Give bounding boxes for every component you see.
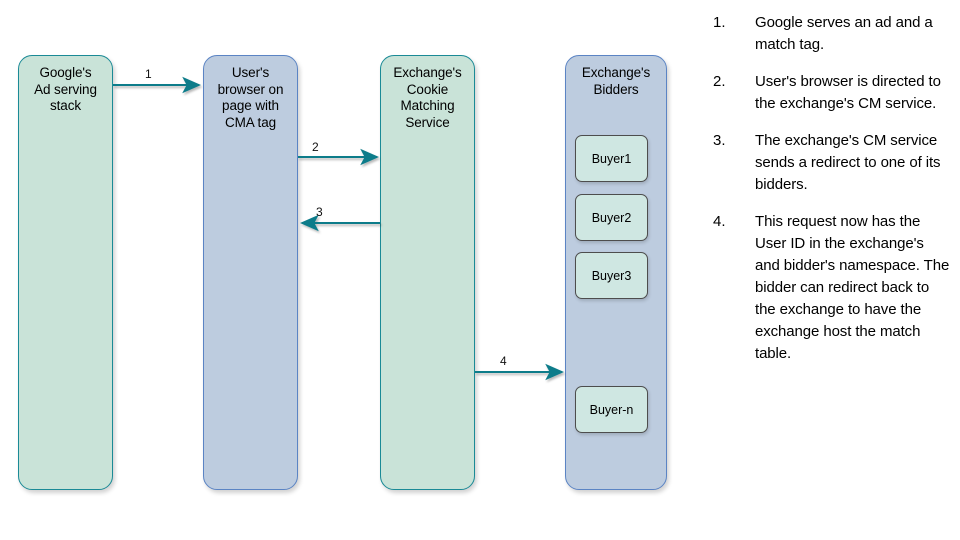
step-item: 1. Google serves an ad and a match tag.: [710, 12, 950, 56]
buyer-box: Buyer3: [575, 252, 648, 299]
step-number: 1.: [713, 14, 726, 31]
buyer-box: Buyer1: [575, 135, 648, 182]
step-text: User's browser is directed to the exchan…: [755, 73, 941, 112]
step-number: 3.: [713, 132, 726, 149]
step-item: 4. This request now has the User ID in t…: [710, 211, 950, 365]
buyer-label: Buyer-n: [589, 402, 634, 417]
lane-user-browser: User's browser on page with CMA tag: [203, 55, 298, 490]
step-number: 4.: [713, 213, 726, 230]
step-item: 3. The exchange's CM service sends a red…: [710, 130, 950, 196]
arrow-label-3: 3: [316, 205, 323, 219]
step-text: Google serves an ad and a match tag.: [755, 14, 933, 53]
lane-label: Exchange's Cookie Matching Service: [393, 65, 462, 130]
step-item: 2. User's browser is directed to the exc…: [710, 71, 950, 115]
steps-list: 1. Google serves an ad and a match tag. …: [710, 12, 950, 380]
buyer-box: Buyer-n: [575, 386, 648, 433]
step-text: The exchange's CM service sends a redire…: [755, 132, 941, 193]
arrow-label-4: 4: [500, 354, 507, 368]
arrow-label-2: 2: [312, 140, 319, 154]
step-number: 2.: [713, 73, 726, 90]
arrow-label-1: 1: [145, 67, 152, 81]
lane-label: User's browser on page with CMA tag: [217, 65, 284, 130]
lane-label: Exchange's Bidders: [581, 65, 651, 97]
lane-label: Google's Ad serving stack: [34, 65, 97, 113]
buyer-label: Buyer2: [591, 210, 632, 225]
buyer-label: Buyer1: [591, 151, 632, 166]
buyer-label: Buyer3: [591, 268, 632, 283]
lane-google-ad-serving-stack: Google's Ad serving stack: [18, 55, 113, 490]
buyer-box: Buyer2: [575, 194, 648, 241]
step-text: This request now has the User ID in the …: [755, 213, 950, 362]
lane-exchange-cookie-matching-service: Exchange's Cookie Matching Service: [380, 55, 475, 490]
